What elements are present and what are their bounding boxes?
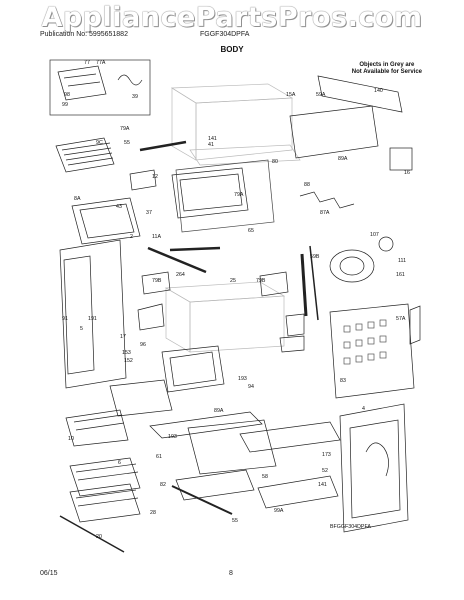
part-callout: 141 (208, 136, 217, 142)
part-callout: 111 (398, 258, 406, 264)
upper-cavity-left (171, 87, 197, 161)
part-callout: 193 (238, 376, 247, 382)
part-callout: 6 (118, 460, 121, 466)
convection-fan (329, 249, 375, 283)
top-trim-rail (317, 75, 403, 113)
part-callout: 37 (146, 210, 152, 216)
upper-cavity-top (170, 83, 294, 104)
diagram-code: BFGGF304DPFA (330, 524, 371, 530)
part-callout: 141 (318, 482, 327, 488)
right-side-panel (339, 403, 409, 533)
rail-bar (139, 140, 187, 152)
part-callout: 98 (64, 92, 70, 98)
left-side-panel (59, 239, 127, 389)
fan-motor (378, 236, 394, 252)
part-callout: 99A (274, 508, 284, 514)
bottom-pan (187, 419, 277, 475)
part-callout: 16 (404, 170, 410, 176)
part-callout: 12 (152, 174, 158, 180)
part-callout: 39 (132, 94, 138, 100)
part-callout: 77 (84, 60, 90, 66)
note-line-2: Not Available for Service (351, 69, 422, 75)
part-callout: 65 (248, 228, 254, 234)
part-callout: 55 (232, 518, 238, 524)
upper-back-panel (289, 105, 379, 159)
part-callout: 58 (262, 474, 268, 480)
part-callout: 8A (74, 196, 81, 202)
part-callout: 82 (160, 482, 166, 488)
part-callout: 87A (320, 210, 330, 216)
broil-pan (71, 197, 141, 245)
lower-cavity-top (164, 281, 286, 303)
part-callout: 107 (370, 232, 379, 238)
footer-page: 8 (229, 570, 233, 577)
part-callout: 79B (256, 278, 266, 284)
heating-element (299, 191, 355, 209)
part-callout: 80 (272, 159, 278, 165)
part-callout: 264 (176, 272, 185, 278)
lower-racks (69, 457, 141, 523)
part-callout: 91 (62, 316, 68, 322)
part-callout: 83 (340, 378, 346, 384)
part-callout: 43 (116, 204, 122, 210)
part-callout: 152 (124, 358, 133, 364)
part-callout: 41 (208, 142, 214, 148)
part-callout: 79A (234, 192, 244, 198)
part-callout: 79A (120, 126, 130, 132)
part-callout: 79B (152, 278, 162, 284)
part-callout: 59B (310, 254, 320, 260)
part-callout: 153 (122, 350, 131, 356)
upper-cavity-front (195, 97, 293, 161)
upper-rack (55, 137, 115, 173)
part-callout: 9C (96, 140, 103, 146)
part-callout: 61 (156, 454, 162, 460)
part-callout: 10 (68, 436, 74, 442)
lower-tray (65, 409, 129, 447)
part-callout: 2 (130, 234, 133, 240)
part-callout: 191 (88, 316, 97, 322)
wire-harness (365, 442, 389, 477)
part-callout: 52 (322, 468, 328, 474)
note-line-1: Objects in Grey are (359, 62, 415, 68)
part-callout: 55 (124, 140, 130, 146)
section-title: BODY (220, 45, 244, 54)
part-callout: 77A (96, 60, 106, 66)
control-module (389, 147, 413, 171)
part-callout: 5 (80, 326, 83, 332)
part-callout: 89A (338, 156, 348, 162)
part-callout: 140 (374, 88, 383, 94)
lower-back-panel (329, 303, 415, 399)
lower-broil-pan (109, 379, 173, 417)
publication-number: Publication No: 5995651882 (40, 31, 128, 38)
part-callout: 89A (214, 408, 224, 414)
part-callout: 173 (322, 452, 331, 458)
part-callout: 25 (230, 278, 236, 284)
part-callout: 20 (96, 534, 102, 540)
part-callout: 11A (152, 234, 161, 240)
part-callout: 193 (168, 434, 177, 440)
model-number: FGGF304DPFA (200, 31, 250, 38)
footer-date: 06/15 (40, 570, 58, 577)
lower-oven-frame (161, 345, 225, 393)
part-callout: 59A (316, 92, 326, 98)
part-callout: 161 (396, 272, 405, 278)
part-callout: 15A (286, 92, 296, 98)
part-callout: 17 (120, 334, 126, 340)
upper-oven-frame (171, 167, 249, 219)
part-callout: 88 (304, 182, 310, 188)
availability-note: Objects in Grey are Not Available for Se… (352, 62, 422, 76)
part-callout: 57A (396, 316, 406, 322)
part-callout: 96 (140, 342, 146, 348)
part-callout: 94 (248, 384, 254, 390)
inset-panel-top-left (49, 59, 151, 116)
wire-clip-part (117, 74, 143, 86)
bracket-part (57, 65, 107, 101)
part-callout: 28 (150, 510, 156, 516)
part-callout: 4 (362, 406, 365, 412)
watermark-logo: AppliancePartsPros.com (41, 2, 423, 33)
part-callout: 99 (62, 102, 68, 108)
